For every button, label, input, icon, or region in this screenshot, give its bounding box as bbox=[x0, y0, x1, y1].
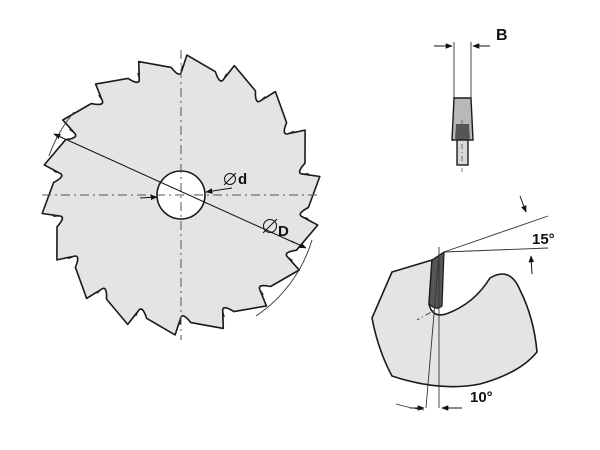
tooth-profile bbox=[371, 259, 538, 388]
blade-tooth-tip bbox=[86, 289, 102, 299]
blade-tooth-tip bbox=[287, 257, 300, 271]
blade-tooth-tip bbox=[127, 311, 139, 325]
bore-diameter-label: d bbox=[238, 171, 247, 188]
blade-tooth-tip bbox=[42, 213, 59, 217]
blade-tooth-tip bbox=[288, 129, 306, 134]
blade-tooth-tip bbox=[222, 311, 225, 329]
blade-tooth-tip bbox=[44, 164, 60, 174]
blade-tooth-tip bbox=[95, 83, 102, 100]
hook-angle-label: 10° bbox=[470, 389, 493, 406]
kerf-width-detail bbox=[434, 42, 490, 172]
blade-tooth-tip bbox=[56, 256, 74, 261]
blade-tooth-tip bbox=[174, 318, 181, 336]
outer-dimension bbox=[53, 133, 307, 249]
blade-tooth-tip bbox=[302, 216, 318, 226]
tooth-tip-section bbox=[455, 124, 470, 140]
blade-tooth-tip bbox=[181, 54, 188, 72]
blade-tooth-tip bbox=[137, 61, 140, 79]
diameter-arcs bbox=[48, 111, 313, 317]
bore-dimension bbox=[139, 172, 237, 201]
blade-tooth-tip bbox=[260, 290, 267, 307]
blade-body-section bbox=[456, 139, 469, 166]
blade-tooth-tip bbox=[303, 173, 320, 177]
tooth-angle-detail bbox=[371, 195, 549, 411]
blade-tooth-tips bbox=[42, 54, 320, 336]
blade-tooth-tip bbox=[223, 65, 235, 79]
center-lines bbox=[42, 50, 318, 340]
blade-tooth-tip bbox=[260, 91, 276, 101]
outer-diameter-label: D bbox=[278, 223, 289, 240]
kerf-width-label: B bbox=[496, 27, 508, 44]
clearance-angle-label: 15° bbox=[532, 231, 555, 248]
